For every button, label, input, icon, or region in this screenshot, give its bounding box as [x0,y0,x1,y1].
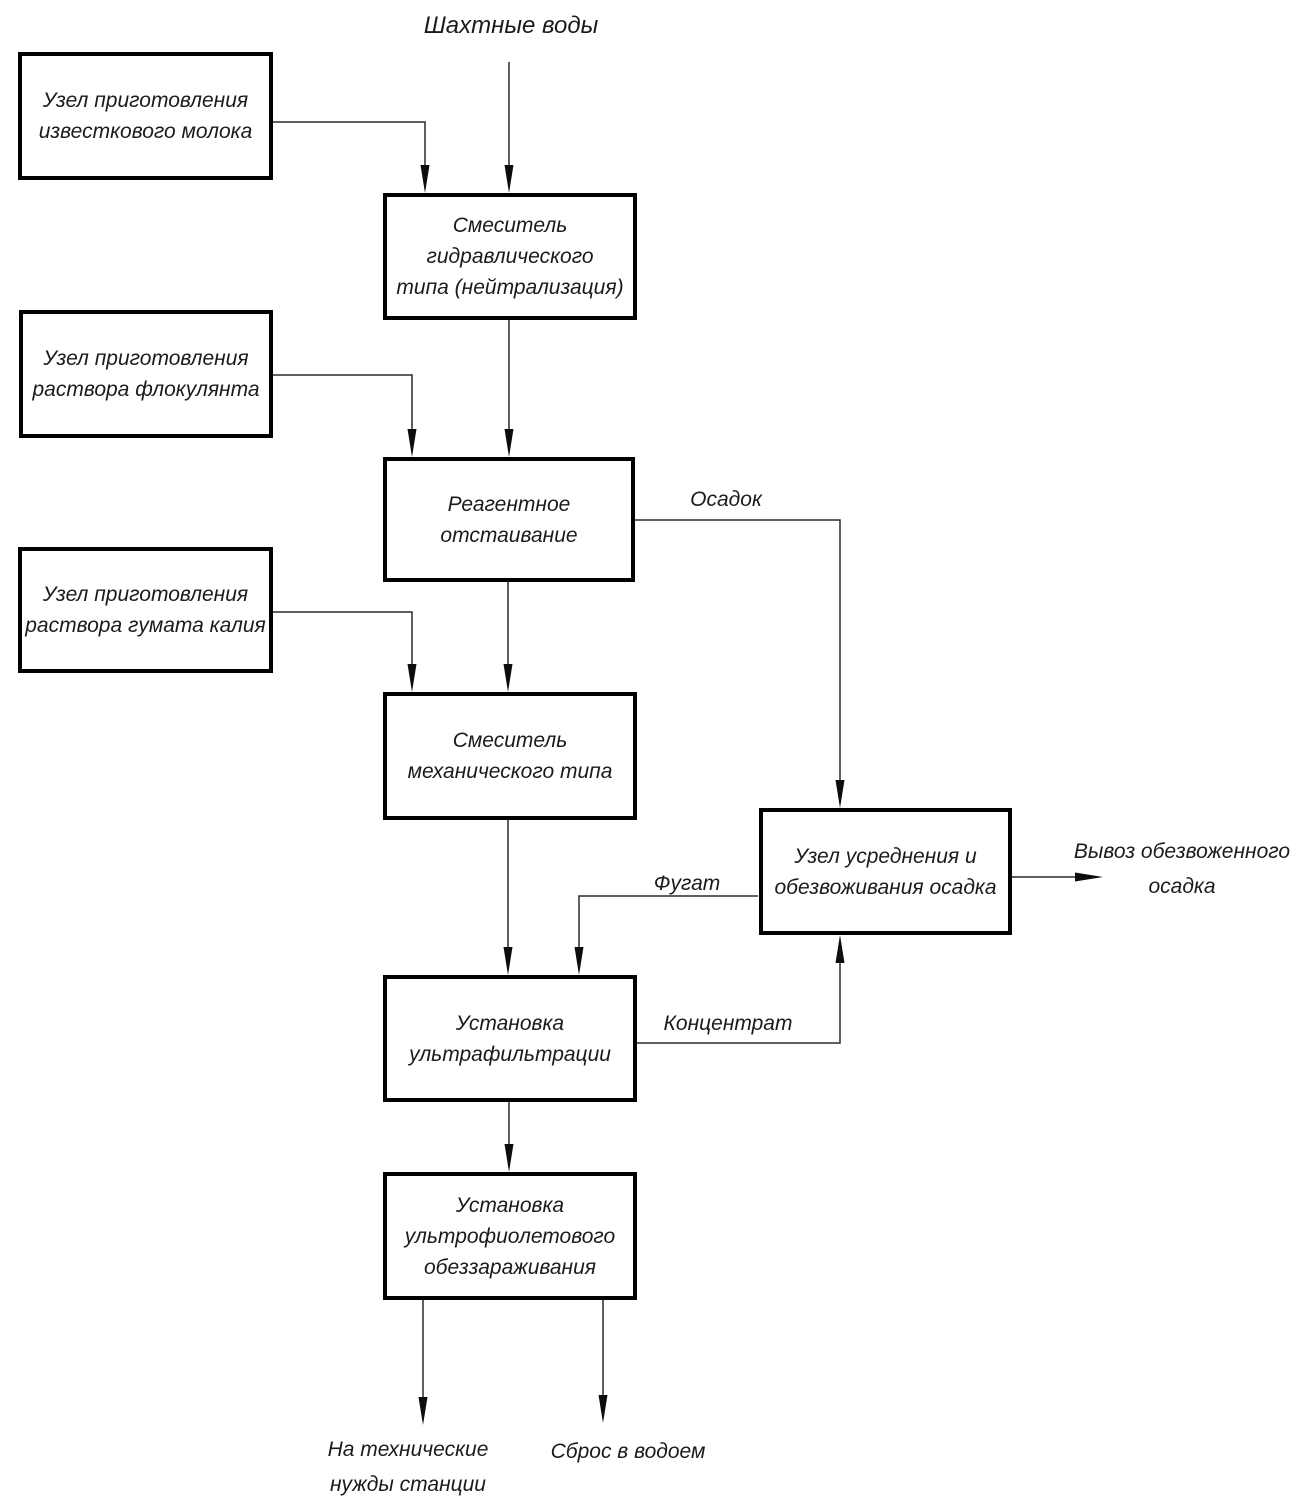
label-discharge: Сброс в водоем [550,1440,706,1463]
box-label-line: обеззараживания [423,1255,597,1279]
box-humate-unit: Узел приготовления раствора гумата калия [18,547,273,673]
arrow-down-icon [503,664,513,692]
label-fugate: Фугат [653,872,721,895]
label-technical-needs: На технические нужды станции [328,1432,489,1502]
box-label-line: Реагентное [447,492,571,516]
label-line: нужды станции [329,1473,486,1496]
box-label-line: отстаивание [440,523,578,547]
box-label-line: Узел приготовления [42,583,249,606]
label-dewatered-sludge-removal: Вывоз обезвоженного осадка [1074,834,1290,904]
box-lime-milk-unit: Узел приготовления известкового молока [18,52,273,180]
diagram-title: Шахтные воды [423,12,599,39]
box-hydraulic-mixer: Смеситель гидравлического типа (нейтрали… [383,193,637,320]
box-label-line: Узел усреднения и [794,844,977,868]
box-label-line: ультрафильтрации [409,1042,611,1066]
label-sludge: Осадок [690,488,762,511]
arrow-down-icon [504,1144,514,1172]
label-line: На технические [327,1438,489,1461]
arrow-right-icon [1075,872,1103,882]
arrow-down-icon [418,1397,428,1425]
arrow-down-icon [407,429,417,457]
box-label-line: Установка [455,1011,565,1035]
box-reagent-settling: Реагентное отстаивание [383,457,635,582]
box-label-line: ультрофиолетового [404,1224,616,1248]
line-fugate [578,895,758,970]
label-line: осадка [1148,875,1216,898]
box-label-line: Смеситель [452,729,568,752]
arrow-down-icon [598,1395,608,1423]
arrow-down-icon [574,947,584,975]
arrow-down-icon [503,947,513,975]
box-label-line: типа (нейтрализация) [396,276,624,299]
arrow-up-icon [835,935,845,963]
box-label-line: Узел приготовления [42,89,249,112]
box-label-line: гидравлического [426,245,594,268]
box-label-line: Установка [455,1193,565,1217]
line-sludge [635,519,841,803]
box-mechanical-mixer: Смеситель механического типа [383,692,637,820]
box-label-line: раствора гумата калия [25,614,266,637]
box-ultrafiltration-unit: Установка ультрафильтрации [383,975,637,1102]
label-concentrate: Концентрат [663,1012,793,1035]
line-humate-to-mech-mixer [273,611,413,687]
label-line: Вывоз обезвоженного [1073,840,1291,863]
line-concentrate [637,940,841,1044]
box-label-line: обезвоживания осадка [774,875,997,899]
box-label-line: механического типа [407,760,613,783]
arrowheads [407,165,1103,1425]
box-uv-disinfection-unit: Установка ультрофиолетового обеззаражива… [383,1172,637,1300]
box-label-line: известкового молока [38,120,253,143]
arrow-down-icon [420,165,430,193]
arrow-down-icon [504,429,514,457]
line-lime-to-hydraulic-mixer [273,121,426,188]
box-sludge-dewatering-unit: Узел усреднения и обезвоживания осадка [759,808,1012,935]
arrow-down-icon [835,780,845,808]
arrow-down-icon [504,165,514,193]
box-label-line: Узел приготовления [43,347,249,370]
box-label-line: раствора флокулянта [32,378,260,401]
line-flocculant-to-settling [273,374,413,452]
box-flocculant-unit: Узел приготовления раствора флокулянта [19,310,273,438]
arrow-down-icon [407,664,417,692]
box-label-line: Смеситель [452,214,568,237]
